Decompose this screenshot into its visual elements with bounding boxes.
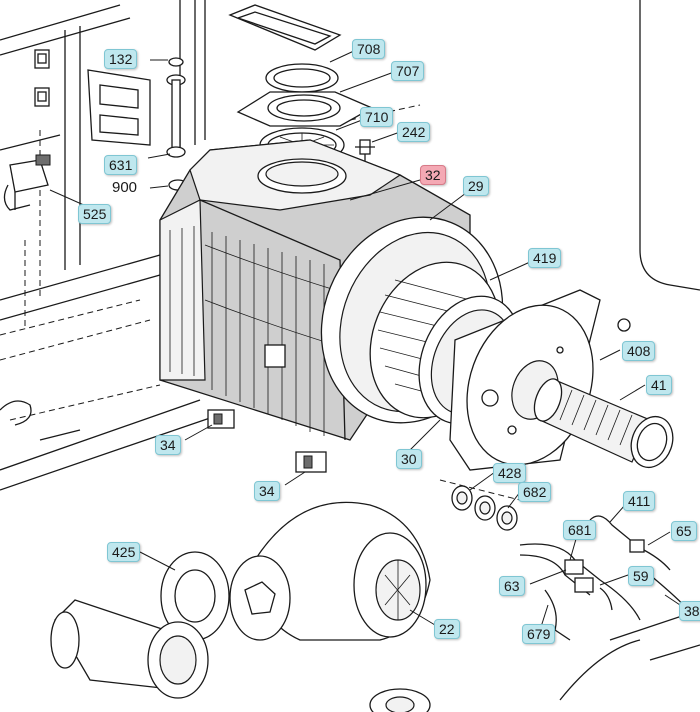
label-708: 708 xyxy=(352,39,386,59)
label-679: 679 xyxy=(522,624,556,644)
label-428: 428 xyxy=(493,463,527,483)
label-29: 29 xyxy=(463,176,489,196)
label-38: 38 xyxy=(679,601,700,621)
leader-lines xyxy=(49,179,681,631)
left-bracket xyxy=(34,49,151,146)
washers xyxy=(451,485,518,531)
label-22: 22 xyxy=(434,619,460,639)
label-63: 63 xyxy=(499,576,525,596)
label-525: 525 xyxy=(78,204,112,224)
fan-22 xyxy=(229,501,431,641)
label-408: 408 xyxy=(622,341,656,361)
burner-tube-41 xyxy=(533,378,674,469)
inlet-pipe xyxy=(50,599,209,699)
label-710: 710 xyxy=(360,107,394,127)
label-34-upper: 34 xyxy=(155,435,181,455)
label-30: 30 xyxy=(396,449,422,469)
clip-34-a xyxy=(207,409,235,429)
label-425: 425 xyxy=(107,542,141,562)
label-41: 41 xyxy=(646,375,672,395)
label-900: 900 xyxy=(112,179,138,196)
label-631: 631 xyxy=(104,155,138,175)
bottom-part xyxy=(369,688,431,712)
label-411: 411 xyxy=(623,491,656,511)
nut xyxy=(617,318,631,332)
gasket-425 xyxy=(160,551,230,641)
label-59: 59 xyxy=(628,566,654,586)
label-682: 682 xyxy=(518,482,552,502)
ignition-electrodes xyxy=(519,515,691,701)
rod-assembly xyxy=(147,57,188,191)
sensor-242 xyxy=(355,131,401,165)
label-242: 242 xyxy=(397,122,431,142)
label-132: 132 xyxy=(104,49,138,69)
clip-34-b xyxy=(295,451,327,473)
label-32: 32 xyxy=(420,165,446,185)
label-65: 65 xyxy=(671,521,697,541)
label-34-lower: 34 xyxy=(254,481,280,501)
label-419: 419 xyxy=(528,248,562,268)
connector-525 xyxy=(3,154,51,211)
top-cover xyxy=(228,4,342,51)
label-707: 707 xyxy=(391,61,425,81)
cabinet-frame xyxy=(0,0,700,661)
label-681: 681 xyxy=(563,520,597,540)
